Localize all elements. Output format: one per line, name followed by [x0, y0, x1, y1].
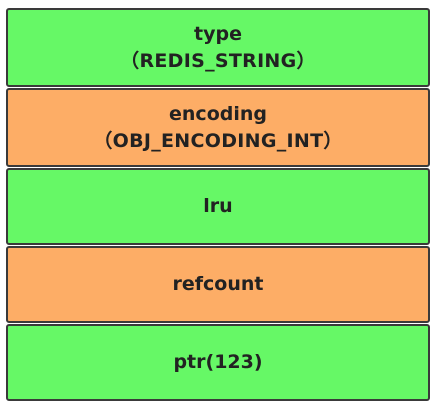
field-type: type （REDIS_STRING） — [6, 8, 430, 87]
field-lru-label: lru — [203, 195, 233, 217]
redis-object-struct: type （REDIS_STRING） encoding （OBJ_ENCODI… — [6, 8, 430, 402]
field-ptr-label: ptr(123) — [173, 351, 263, 373]
field-refcount-label: refcount — [172, 273, 264, 295]
field-encoding-label: encoding — [169, 102, 267, 125]
field-type-label: type — [194, 22, 242, 45]
field-encoding: encoding （OBJ_ENCODING_INT） — [6, 88, 430, 167]
field-encoding-value: （OBJ_ENCODING_INT） — [93, 129, 343, 152]
field-type-value: （REDIS_STRING） — [120, 49, 316, 72]
field-lru: lru — [6, 168, 430, 245]
field-ptr: ptr(123) — [6, 324, 430, 401]
field-refcount: refcount — [6, 246, 430, 323]
